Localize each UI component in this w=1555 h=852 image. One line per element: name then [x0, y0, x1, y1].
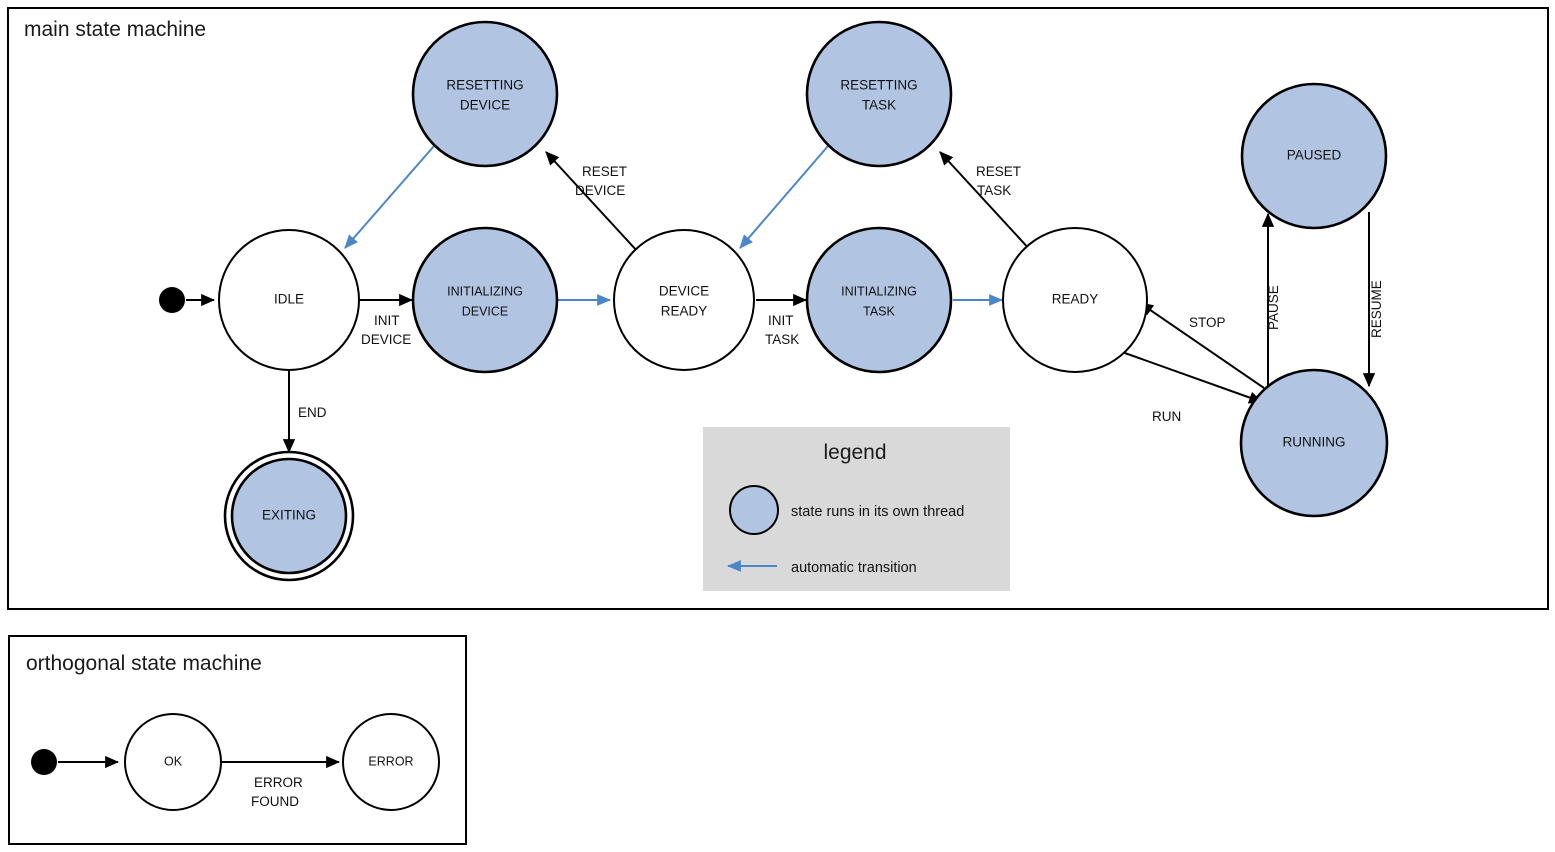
state-initializing-task[interactable]: INITIALIZING TASK — [805, 226, 953, 374]
transition-resettask-deviceready — [739, 145, 829, 249]
state-resetting-task-label-line1: RESETTING — [840, 78, 917, 93]
edge-label-init-device-line1: INIT — [374, 313, 400, 328]
legend-title: legend — [823, 441, 886, 464]
orthogonal-machine-title: orthogonal state machine — [26, 652, 262, 675]
orthogonal-initial-state-dot — [31, 749, 57, 775]
transition-ready-resettask[interactable]: RESET TASK — [939, 151, 1033, 253]
edge-label-pause: PAUSE — [1266, 285, 1281, 330]
state-resetting-task-label-line2: TASK — [862, 98, 896, 113]
state-paused-label: PAUSED — [1287, 148, 1342, 163]
state-initializing-task-circle — [805, 226, 953, 374]
state-initializing-device-label-line2: DEVICE — [462, 304, 509, 318]
edge-label-error-found-line1: ERROR — [254, 775, 303, 790]
state-resetting-device[interactable]: RESETTING DEVICE — [411, 20, 559, 168]
states-layer: IDLE RESETTING DEVICE INITIALIZING DEVIC… — [159, 20, 1389, 582]
legend-item-thread-state: state runs in its own thread — [729, 485, 964, 535]
transition-ready-run[interactable]: RUN — [1121, 351, 1264, 424]
state-device-ready-label-line1: DEVICE — [659, 284, 709, 299]
state-initializing-device-label-line1: INITIALIZING — [447, 284, 523, 298]
edge-label-init-device-line2: DEVICE — [361, 332, 411, 347]
edge-resetdev-idle — [344, 145, 435, 249]
state-ready-circle — [1002, 227, 1148, 373]
transition-ortho-ok-error[interactable]: ERROR FOUND — [221, 755, 341, 809]
state-running-label: RUNNING — [1283, 435, 1346, 450]
state-initializing-device-circle — [411, 226, 559, 374]
legend-item-auto-transition: automatic transition — [726, 560, 917, 576]
state-resetting-device-label-line2: DEVICE — [460, 98, 510, 113]
edge-label-resume: RESUME — [1369, 280, 1384, 338]
state-ready-label: READY — [1052, 292, 1099, 307]
state-paused-circle — [1240, 82, 1388, 230]
edge-label-reset-task-line2: TASK — [977, 183, 1011, 198]
transition-deviceready-resetdev[interactable]: RESET DEVICE — [545, 151, 639, 253]
state-device-ready-circle — [613, 229, 755, 371]
transition-idle-init-device[interactable]: INIT DEVICE — [360, 293, 414, 347]
legend: legend state runs in its own thread auto… — [703, 427, 1010, 591]
edge-label-init-task-line2: TASK — [765, 332, 799, 347]
edge-label-stop: STOP — [1189, 315, 1226, 330]
filled-circle-icon — [729, 485, 779, 535]
edge-deviceready-resetdev — [545, 151, 639, 253]
state-exiting-label: EXITING — [262, 508, 316, 523]
state-ok[interactable]: OK — [124, 713, 222, 811]
state-ok-label: OK — [164, 754, 183, 768]
main-machine-title: main state machine — [24, 18, 206, 41]
state-initializing-task-label-line2: TASK — [863, 304, 895, 318]
state-ok-circle — [124, 713, 222, 811]
state-device-ready[interactable]: DEVICE READY — [613, 229, 755, 371]
initial-state-dot — [159, 287, 185, 313]
state-device-ready-label-line2: READY — [661, 304, 708, 319]
edge-label-reset-device-line1: RESET — [582, 164, 627, 179]
state-paused[interactable]: PAUSED — [1240, 82, 1388, 230]
state-initializing-device[interactable]: INITIALIZING DEVICE — [411, 226, 559, 374]
state-running-circle — [1239, 368, 1389, 518]
state-error[interactable]: ERROR — [342, 713, 440, 811]
edge-label-reset-task-line1: RESET — [976, 164, 1021, 179]
edge-label-end: END — [298, 405, 327, 420]
edge-ready-running — [1121, 351, 1264, 404]
state-exiting-outer-ring — [223, 450, 355, 582]
edge-label-init-task-line1: INIT — [768, 313, 794, 328]
state-idle[interactable]: IDLE — [218, 229, 360, 371]
transitions-layer: INIT DEVICE END RESET DEVICE INIT TASK — [186, 145, 1384, 454]
state-resetting-task-circle — [805, 20, 953, 168]
edge-ready-resettask — [939, 151, 1033, 253]
state-running[interactable]: RUNNING — [1239, 368, 1389, 518]
edge-label-error-found-line2: FOUND — [251, 794, 299, 809]
state-resetting-device-label-line1: RESETTING — [446, 78, 523, 93]
transition-paused-resume[interactable]: RESUME — [1362, 212, 1384, 388]
state-error-label: ERROR — [368, 754, 413, 768]
transition-running-stop[interactable]: STOP — [1139, 302, 1265, 389]
transition-deviceready-inittask[interactable]: INIT TASK — [756, 293, 808, 347]
state-initializing-task-label-line1: INITIALIZING — [841, 284, 917, 298]
state-exiting[interactable]: EXITING — [223, 450, 355, 582]
state-error-circle — [342, 713, 440, 811]
transition-resetdev-idle — [344, 145, 435, 249]
state-exiting-circle — [230, 457, 348, 575]
edge-resettask-deviceready — [739, 145, 829, 249]
edge-running-ready — [1139, 302, 1265, 389]
legend-item-thread-state-label: state runs in its own thread — [791, 504, 964, 520]
edge-label-run: RUN — [1152, 409, 1181, 424]
state-resetting-task[interactable]: RESETTING TASK — [805, 20, 953, 168]
orthogonal-state-machine-container: orthogonal state machine ERROR FOUND OK … — [8, 635, 467, 845]
state-resetting-device-circle — [411, 20, 559, 168]
legend-item-auto-transition-label: automatic transition — [791, 560, 917, 576]
transition-running-pause[interactable]: PAUSE — [1261, 212, 1281, 390]
state-ready[interactable]: READY — [1002, 227, 1148, 373]
transition-idle-end[interactable]: END — [282, 370, 327, 454]
state-idle-circle — [218, 229, 360, 371]
edge-label-reset-device-line2: DEVICE — [575, 183, 625, 198]
state-idle-label: IDLE — [274, 292, 304, 307]
